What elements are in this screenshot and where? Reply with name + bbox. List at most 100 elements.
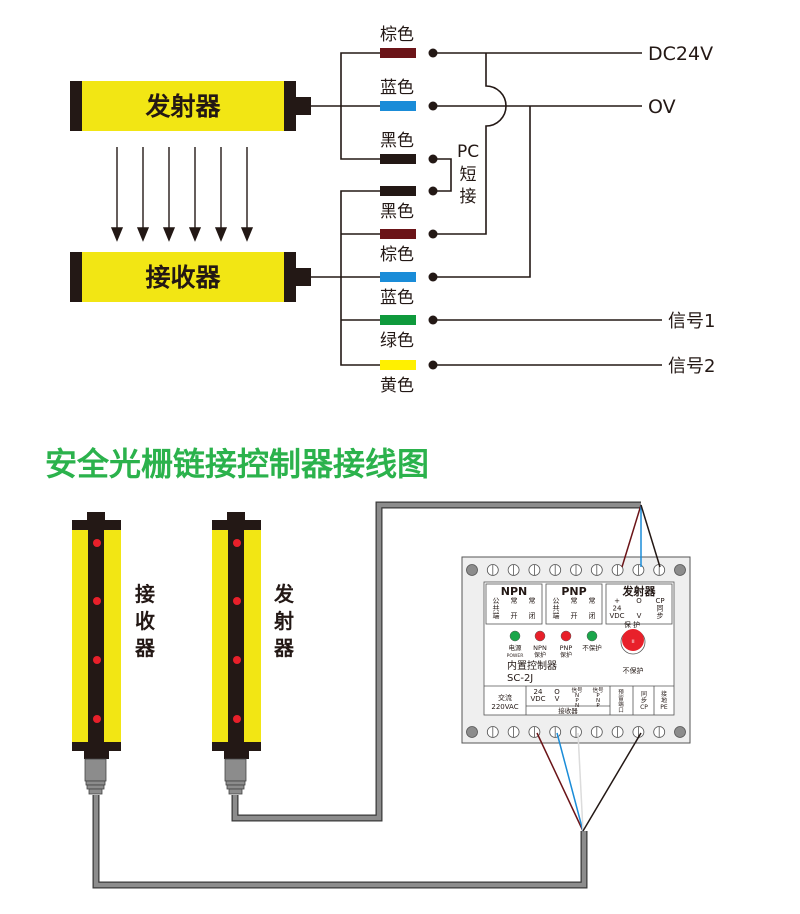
wire-label: 棕色 — [380, 25, 414, 45]
signal-npn-label: N — [575, 703, 579, 709]
signal-npn-label: N — [575, 693, 579, 699]
led-dot — [233, 539, 241, 547]
terminal-screw[interactable] — [570, 726, 582, 738]
light-beam-arrows — [110, 147, 254, 242]
receiver-wire-blue: 蓝色 — [380, 272, 438, 308]
reserve-port-label: 端 — [618, 700, 624, 708]
svg-text:接: 接 — [135, 582, 155, 606]
knob-icon[interactable] — [622, 629, 644, 651]
top-diagram: 发射器 接收器 — [70, 25, 715, 396]
beam-arrow — [162, 147, 176, 242]
column-label: 共 — [493, 604, 500, 613]
wire-black — [582, 732, 642, 832]
led-dot — [93, 539, 101, 547]
receiver-label: 接收器 — [145, 263, 221, 292]
top-fanout-wires — [621, 504, 661, 568]
wire-blue — [556, 732, 584, 832]
sync-cp-label: 步 — [641, 697, 647, 705]
receiver-wire-yellow: 黄色 — [380, 360, 438, 396]
mounting-hole — [466, 564, 478, 576]
protection-knob[interactable]: 保 护 ıı 不保护 — [620, 620, 646, 675]
terminal-screw[interactable] — [507, 726, 520, 738]
terminal-screw[interactable] — [611, 564, 624, 576]
svg-text:收: 收 — [135, 609, 155, 633]
receiver-connector — [296, 268, 311, 286]
svg-text:器: 器 — [134, 636, 156, 660]
wire-swatch — [380, 272, 416, 282]
terminal-screw[interactable] — [486, 564, 499, 576]
svg-text:发: 发 — [273, 582, 295, 606]
wire-swatch — [380, 48, 416, 58]
svg-text:保 护: 保 护 — [624, 620, 640, 629]
reserve-port-label: 口 — [618, 707, 624, 714]
svg-text:发射器: 发射器 — [622, 584, 657, 598]
wire-swatch — [380, 101, 416, 111]
terminal-screw[interactable] — [528, 564, 541, 576]
emitter-bus — [311, 52, 380, 160]
section-title: 安全光栅链接控制器接线图 — [45, 445, 429, 483]
bottom-label-cells — [484, 685, 674, 715]
wire-label: 黑色 — [380, 131, 414, 151]
svg-text:保护: 保护 — [560, 651, 572, 659]
svg-text:接: 接 — [460, 187, 477, 207]
wire-brown — [536, 732, 584, 832]
led-dot — [93, 656, 101, 664]
terminal-screw[interactable] — [590, 726, 603, 738]
ground-pe-label: 接 — [661, 690, 667, 698]
pnp-group: PNP — [561, 585, 586, 598]
column-label: 端 — [493, 611, 500, 620]
emitter-light-curtain — [212, 512, 261, 795]
sync-cp-label: 同 — [641, 691, 647, 698]
column-label: 同 — [657, 605, 664, 613]
svg-text:射: 射 — [273, 609, 294, 633]
svg-text:保护: 保护 — [534, 651, 546, 659]
wire-brown — [621, 504, 642, 568]
column-label: 常 — [511, 596, 518, 605]
svg-text:ıı: ıı — [631, 638, 635, 645]
column-label: 闭 — [589, 612, 596, 620]
receiver-wire-green: 绿色 — [380, 315, 438, 351]
led-indicator: 不保护 — [582, 630, 602, 652]
wire-swatch — [380, 229, 416, 239]
svg-text:不保护: 不保护 — [623, 666, 644, 675]
beam-arrow — [110, 147, 124, 242]
terminal-screw[interactable] — [507, 564, 520, 576]
wire-label: 蓝色 — [380, 78, 414, 98]
column-label: + — [614, 597, 620, 605]
terminal-screw[interactable] — [549, 726, 562, 738]
wire-white — [577, 732, 584, 832]
terminal-screw[interactable] — [632, 726, 645, 738]
column-label: 公 — [553, 597, 560, 605]
led-dot — [233, 597, 241, 605]
led-dot — [233, 656, 241, 664]
receiver-block: 接收器 — [70, 252, 311, 302]
column-label: 端 — [553, 611, 560, 620]
wire-swatch — [380, 360, 416, 370]
wire-label: 棕色 — [380, 245, 414, 265]
terminal-screw[interactable] — [590, 564, 603, 576]
wire-swatch — [380, 186, 416, 196]
terminal-screw[interactable] — [549, 564, 562, 576]
receiver-wire-black: 黑色 — [380, 186, 438, 222]
signal-pnp-label: P — [596, 693, 600, 699]
terminal-screw[interactable] — [486, 726, 499, 738]
terminal-screw[interactable] — [653, 726, 666, 738]
terminal-screw[interactable] — [570, 564, 582, 576]
terminal-screw[interactable] — [611, 726, 624, 738]
column-label: 开 — [511, 612, 518, 620]
emitter-wire-black: 黑色 — [380, 131, 438, 164]
signal-npn-label: 信号 — [571, 686, 583, 694]
column-label: V — [637, 612, 642, 620]
connection-lines — [433, 52, 662, 366]
beam-arrow — [136, 147, 150, 242]
beam-arrow — [188, 147, 202, 242]
ground-pe-label: 地 — [661, 697, 667, 705]
receiver-light-curtain — [72, 512, 121, 795]
terminal-screw[interactable] — [632, 564, 645, 576]
svg-text:短: 短 — [460, 165, 477, 185]
pc-short-label: PC 短 接 — [457, 142, 479, 207]
emitter-block: 发射器 — [70, 81, 311, 131]
led-icon — [534, 630, 546, 642]
